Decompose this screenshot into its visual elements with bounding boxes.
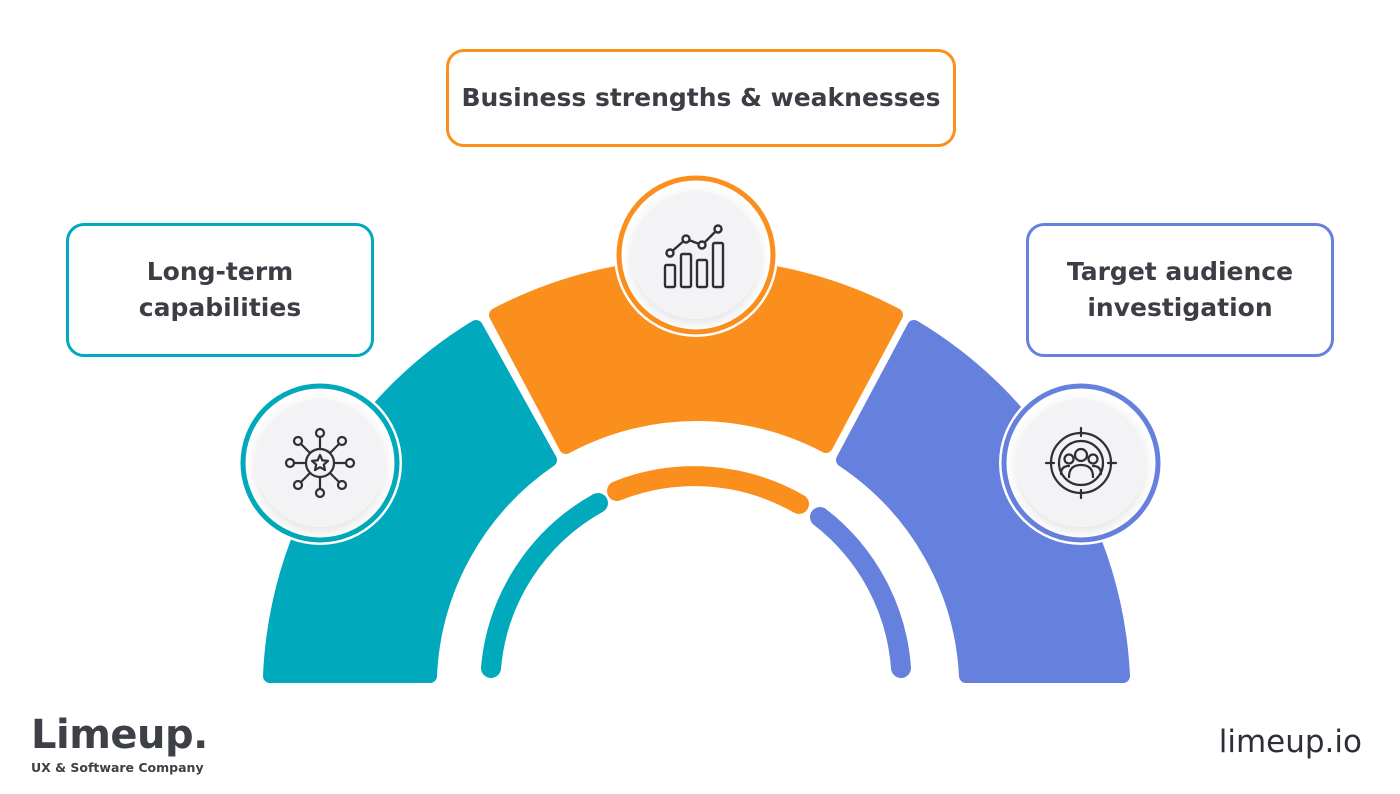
site-url[interactable]: limeup.io — [1218, 724, 1362, 760]
label-long-term-capabilities: Long-term capabilities — [66, 223, 374, 357]
target-audience-icon — [1044, 426, 1118, 500]
label-target-audience-text: Target audience investigation — [1067, 254, 1293, 326]
label-long-term-line2: capabilities — [138, 293, 302, 322]
label-long-term-text: Long-term capabilities — [139, 254, 301, 326]
icon-circle-right — [999, 381, 1163, 545]
icon-circle-left — [238, 381, 402, 545]
arch-segment-teal — [263, 320, 557, 683]
growth-chart-icon — [663, 224, 725, 289]
label-business-strengths: Business strengths & weaknesses — [446, 49, 956, 147]
inner-arc-orange — [607, 466, 809, 514]
label-long-term-line1: Long-term — [146, 257, 294, 286]
label-business-strengths-text: Business strengths & weaknesses — [461, 83, 941, 112]
label-target-audience-line1: Target audience — [1066, 257, 1294, 286]
inner-arc-teal — [481, 493, 608, 678]
inner-arc-purple — [810, 507, 911, 678]
icon-circle-top — [614, 173, 778, 337]
arch-segment-orange — [489, 258, 903, 454]
brand-name: Limeup. — [31, 712, 208, 758]
brand-logo: Limeup. UX & Software Company — [31, 712, 208, 775]
label-target-audience: Target audience investigation — [1026, 223, 1334, 357]
label-target-audience-line2: investigation — [1087, 293, 1273, 322]
brand-tagline: UX & Software Company — [31, 760, 204, 775]
network-star-icon — [284, 427, 356, 499]
arch-segment-purple — [836, 320, 1130, 683]
